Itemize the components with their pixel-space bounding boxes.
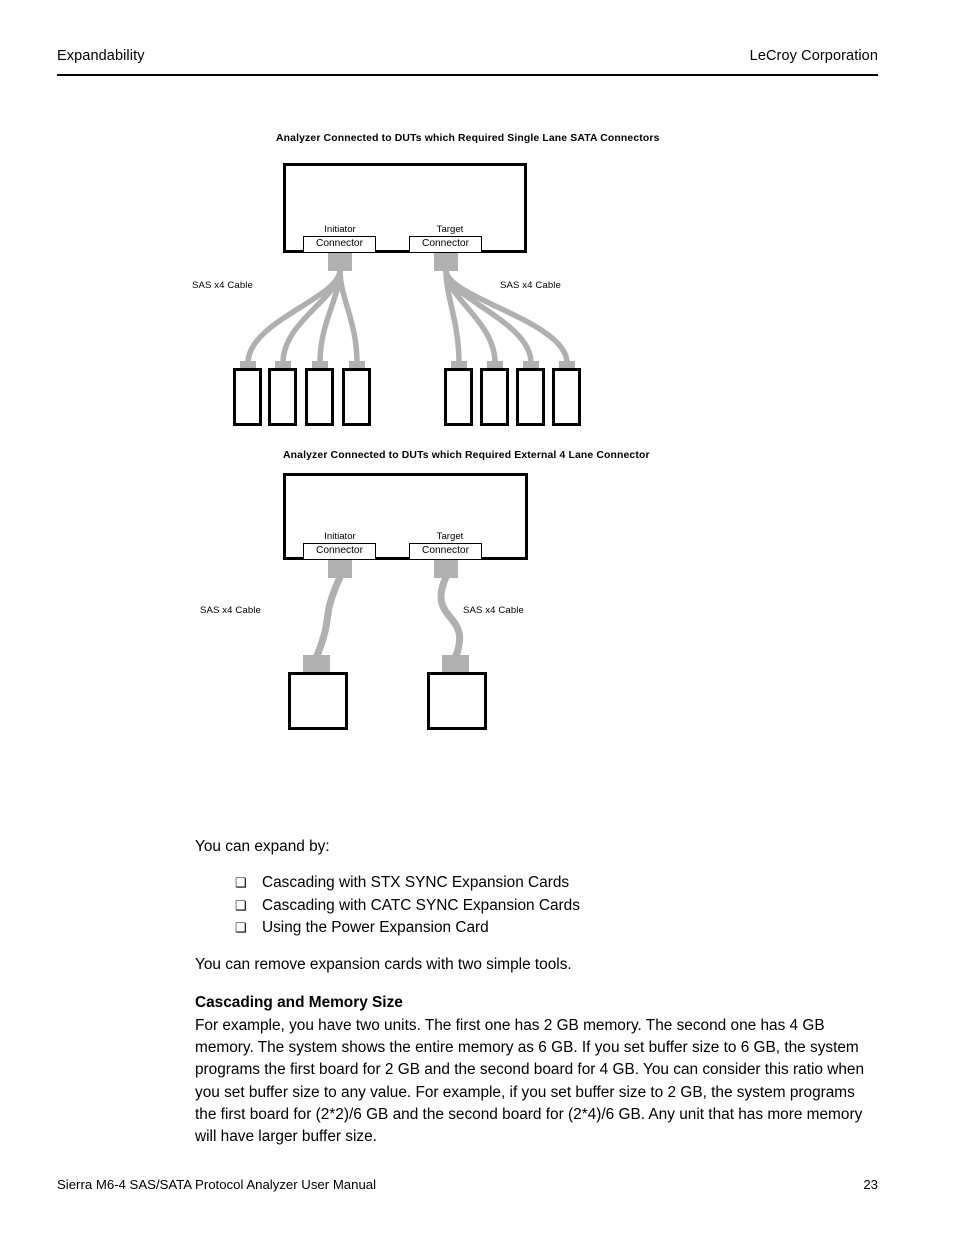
dut-box-1-8 [552, 368, 581, 426]
sas-cable [337, 267, 360, 366]
list-item: ❑ Cascading with CATC SYNC Expansion Card… [195, 895, 875, 918]
dut-box-2-1 [288, 672, 348, 730]
target-connector-box-2: Connector [409, 543, 482, 560]
footer-page-number: 23 [863, 1177, 878, 1192]
sas-cable [313, 573, 344, 661]
intro-paragraph: You can expand by: [195, 838, 330, 855]
target-connector-box-1: Connector [409, 236, 482, 253]
sas-cable [280, 267, 343, 366]
bullet-square-icon: ❑ [235, 897, 247, 913]
dut-box-2-2 [427, 672, 487, 730]
sas-cable-label-2-1: SAS x4 Cable [200, 605, 261, 616]
target-port-label-1: Target [436, 224, 464, 235]
figure-2-caption: Analyzer Connected to DUTs which Require… [283, 450, 650, 461]
sas-cable-label-1-1: SAS x4 Cable [192, 280, 253, 291]
list-item: ❑ Using the Power Expansion Card [195, 917, 875, 940]
initiator-plug-2 [328, 559, 352, 578]
after-list-paragraph: You can remove expansion cards with two … [195, 956, 572, 974]
footer-manual-title: Sierra M6-4 SAS/SATA Protocol Analyzer U… [57, 1177, 377, 1192]
bullet-square-icon: ❑ [235, 920, 247, 936]
sas-cable [317, 267, 343, 366]
target-port-label-2: Target [436, 531, 464, 542]
dut-box-1-5 [444, 368, 473, 426]
target-plug-1 [434, 252, 458, 271]
initiator-port-label-1: Initiator [324, 224, 356, 235]
sas-cable [437, 573, 464, 661]
sas-cable [245, 267, 343, 366]
target-plug-2 [434, 559, 458, 578]
initiator-connector-box-2: Connector [303, 543, 376, 560]
initiator-plug-1 [328, 252, 352, 271]
initiator-connector-box-1: Connector [303, 236, 376, 253]
figure-area: Analyzer Connected to DUTs which Require… [192, 133, 660, 730]
section-paragraph: For example, you have two units. The fir… [195, 1016, 865, 1146]
dut-box-1-2 [268, 368, 297, 426]
figure-1-caption: Analyzer Connected to DUTs which Require… [276, 133, 660, 144]
section-heading: Cascading and Memory Size [195, 994, 403, 1012]
sas-cable [443, 267, 462, 366]
list-item-label: Cascading with STX SYNC Expansion Cards [262, 874, 570, 892]
dut-box-1-4 [342, 368, 371, 426]
dut-box-1-6 [480, 368, 509, 426]
list-item-label: Cascading with CATC SYNC Expansion Cards [262, 896, 580, 914]
sas-cable [443, 267, 498, 366]
body-content: You can expand by: ❑ Cascading with STX S… [195, 836, 875, 1148]
sas-cable-label-1-2: SAS x4 Cable [500, 280, 561, 291]
header-company-name: LeCroy Corporation [749, 48, 878, 64]
cable-layer [245, 267, 570, 661]
dut-box-1-3 [305, 368, 334, 426]
list-item: ❑ Cascading with STX SYNC Expansion Cards [195, 872, 875, 895]
initiator-port-label-2: Initiator [324, 531, 356, 542]
header-chapter-title: Expandability [57, 48, 145, 64]
page-header: Expandability LeCroy Corporation [57, 48, 878, 76]
list-item-label: Using the Power Expansion Card [262, 919, 489, 937]
sas-cable-label-2-2: SAS x4 Cable [463, 605, 524, 616]
expansion-options-list: ❑ Cascading with STX SYNC Expansion Cards… [195, 872, 875, 940]
dut-box-1-1 [233, 368, 262, 426]
dut-box-1-7 [516, 368, 545, 426]
bullet-square-icon: ❑ [235, 875, 247, 891]
header-divider [57, 74, 878, 76]
